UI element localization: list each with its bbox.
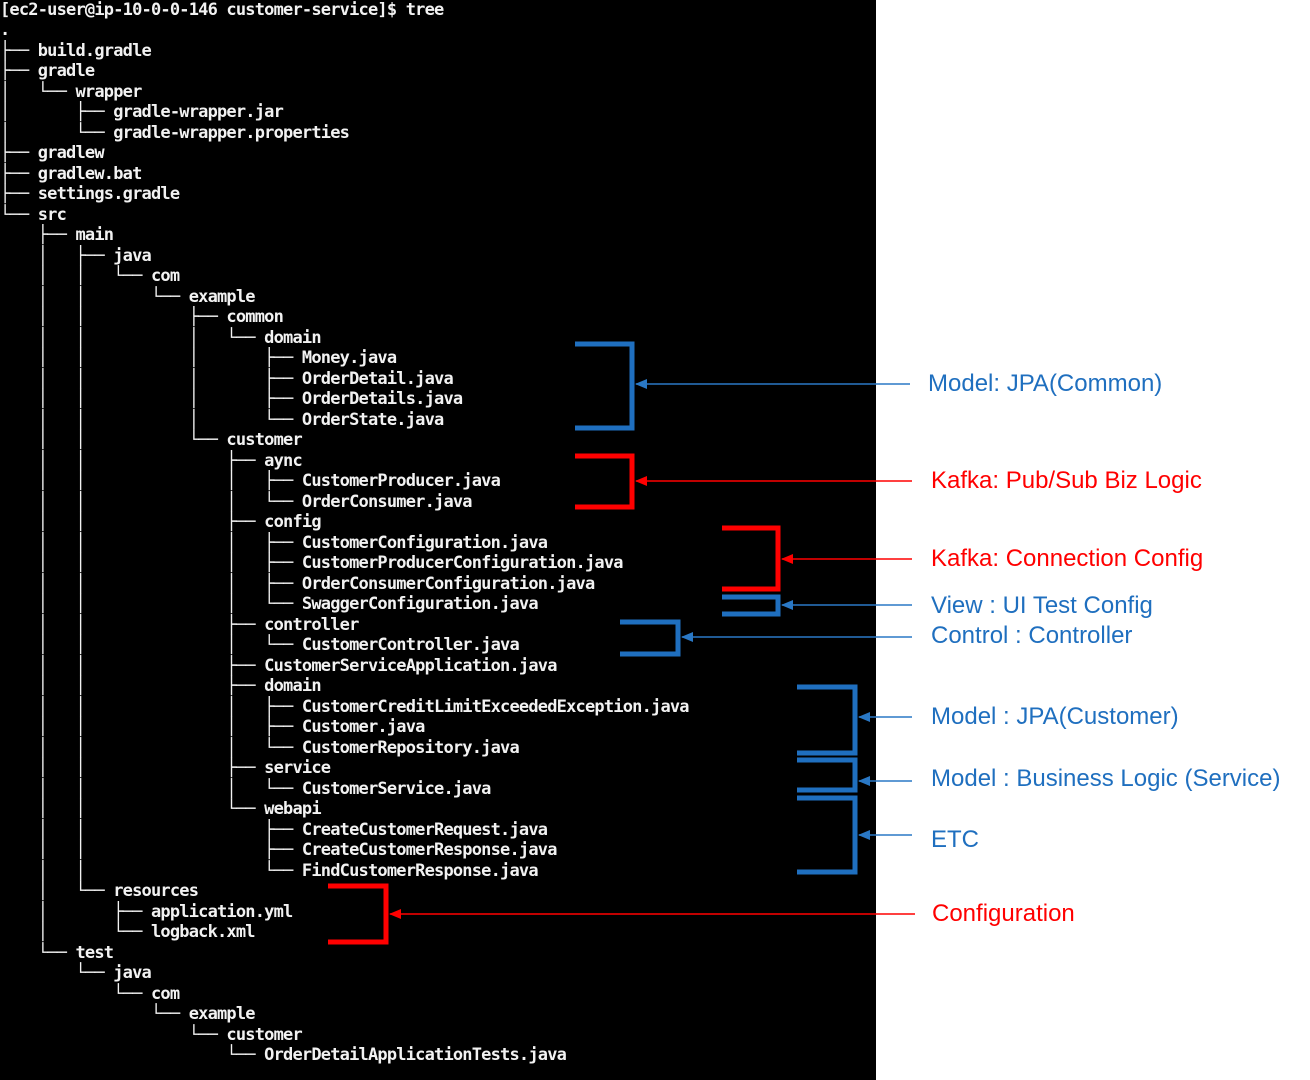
tree-line: └── com — [0, 983, 180, 1004]
tree-line: │ │ ├── service — [0, 758, 331, 778]
annotation-kafka-connection-marker — [722, 525, 912, 592]
tree-line: │ │ ├── controller — [0, 614, 360, 635]
tree-line: │ │ └── FindCustomerResponse.java — [0, 860, 539, 881]
tree-line: │ │ │ ├── CustomerProducerConfiguration.… — [0, 553, 624, 573]
tree-line: │ │ │ ├── Customer.java — [0, 717, 426, 737]
bracket-model-jpa-customer — [797, 684, 858, 756]
bracket-etc — [797, 795, 858, 875]
tree-line: └── customer — [0, 1024, 303, 1045]
tree-line: │ │ │ ├── OrderDetails.java — [0, 389, 463, 409]
tree-line: │ └── logback.xml — [0, 922, 256, 942]
annotation-configuration-marker — [328, 883, 915, 945]
bracket-control — [620, 619, 681, 657]
tree-line: └── test — [0, 942, 114, 963]
tree-line: │ │ │ └── domain — [0, 327, 322, 348]
annotation-kafka-pubsub: Kafka: Pub/Sub Biz Logic — [931, 467, 1202, 494]
tree-line: │ └── gradle-wrapper.properties — [0, 122, 350, 143]
tree-line: │ │ ├── CreateCustomerRequest.java — [0, 819, 548, 840]
annotation-model-jpa-customer-marker — [797, 684, 912, 756]
tree-line: │ │ │ └── OrderConsumer.java — [0, 491, 473, 512]
bracket-model-service — [797, 757, 858, 793]
annotation-view-ui-marker — [722, 594, 912, 617]
tree-line: │ │ ├── CreateCustomerResponse.java — [0, 840, 558, 860]
annotation-kafka-pubsub-marker — [575, 453, 912, 510]
tree-line: │ │ ├── domain — [0, 676, 322, 696]
tree-line: ├── main — [0, 225, 114, 245]
bracket-kafka-connection — [722, 525, 781, 592]
annotation-model-jpa-common-marker — [575, 341, 910, 431]
tree-line: │ └── wrapper — [0, 81, 142, 102]
bracket-kafka-pubsub — [575, 453, 635, 510]
tree-line: ├── gradlew.bat — [0, 163, 142, 184]
tree-line: │ │ └── customer — [0, 430, 303, 450]
annotation-control-marker — [620, 619, 912, 657]
tree-line: ├── gradlew — [0, 143, 105, 163]
tree-line: │ │ │ └── CustomerController.java — [0, 635, 520, 655]
tree-line: └── src — [0, 204, 67, 225]
tree-line: │ │ │ ├── CustomerCreditLimitExceededExc… — [0, 696, 690, 717]
tree-line: │ ├── gradle-wrapper.jar — [0, 102, 284, 122]
annotation-control: Control : Controller — [931, 622, 1133, 649]
annotation-model-jpa-customer: Model : JPA(Customer) — [931, 703, 1179, 730]
annotation-kafka-connection: Kafka: Connection Config — [931, 545, 1204, 572]
tree-line: │ │ │ └── CustomerRepository.java — [0, 737, 520, 758]
tree-line: │ │ ├── common — [0, 307, 284, 327]
bracket-model-jpa-common — [575, 341, 635, 431]
tree-line: . — [0, 20, 10, 40]
tree-line: │ │ │ └── OrderState.java — [0, 409, 445, 430]
tree-line: │ │ │ ├── Money.java — [0, 348, 397, 368]
tree-line: │ │ │ ├── CustomerConfiguration.java — [0, 532, 548, 553]
annotation-model-jpa-common: Model: JPA(Common) — [928, 370, 1163, 397]
annotation-model-service-marker — [797, 757, 912, 793]
tree-line: │ │ └── webapi — [0, 799, 322, 819]
tree-line: │ │ └── example — [0, 286, 256, 307]
tree-line: │ │ │ ├── CustomerProducer.java — [0, 471, 501, 491]
bracket-view-ui — [722, 594, 781, 617]
terminal-window: [ec2-user@ip-10-0-0-146 customer-service… — [0, 0, 876, 1080]
annotation-etc: ETC — [931, 826, 979, 853]
tree-line: │ │ ├── aync — [0, 450, 303, 471]
tree-line: │ ├── application.yml — [0, 901, 294, 922]
tree-line: ├── gradle — [0, 61, 95, 81]
tree-line: └── example — [0, 1004, 256, 1024]
bracket-configuration — [328, 883, 389, 945]
tree-line: │ ├── java — [0, 245, 152, 266]
tree-line: │ │ ├── config — [0, 512, 322, 532]
tree-line: └── java — [0, 963, 151, 983]
tree-line: │ │ ├── CustomerServiceApplication.java — [0, 655, 558, 676]
tree-line: ├── settings.gradle — [0, 184, 180, 204]
shell-prompt: [ec2-user@ip-10-0-0-146 customer-service… — [0, 0, 444, 20]
tree-line: │ └── resources — [0, 881, 199, 901]
tree-line: │ │ │ ├── OrderDetail.java — [0, 368, 454, 389]
annotation-view-ui: View : UI Test Config — [931, 592, 1153, 619]
tree-line: │ │ │ └── SwaggerConfiguration.java — [0, 594, 539, 614]
tree-line: ├── build.gradle — [0, 40, 152, 61]
annotation-model-service: Model : Business Logic (Service) — [931, 765, 1281, 792]
tree-line: │ │ │ ├── OrderConsumerConfiguration.jav… — [0, 573, 595, 594]
annotation-etc-marker — [797, 795, 912, 875]
annotation-configuration: Configuration — [932, 900, 1075, 927]
tree-line: │ │ └── com — [0, 266, 180, 286]
tree-line: │ │ │ └── CustomerService.java — [0, 778, 492, 799]
tree-line: └── OrderDetailApplicationTests.java — [0, 1045, 567, 1065]
